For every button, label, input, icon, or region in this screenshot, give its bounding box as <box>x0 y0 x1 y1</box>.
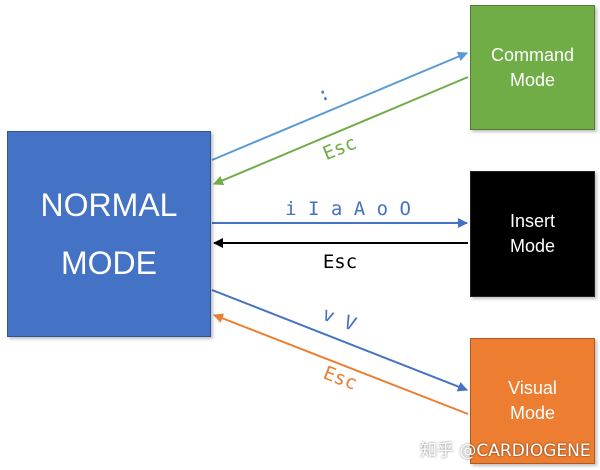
insert-mode-node: Insert Mode <box>470 171 595 297</box>
arrow-normal-to-visual <box>211 289 468 392</box>
normal-mode-label: NORMAL MODE <box>40 187 178 281</box>
label-to-visual: v V <box>319 303 359 336</box>
command-mode-node: Command Mode <box>470 5 595 130</box>
visual-mode-node: Visual Mode <box>470 338 595 464</box>
label-from-insert: Esc <box>323 251 357 273</box>
label-to-command: : <box>314 82 333 107</box>
visual-mode-label: Visual Mode <box>508 378 557 423</box>
arrow-visual-to-normal <box>213 313 469 415</box>
label-to-insert: i I a A o O <box>285 198 411 220</box>
normal-mode-node: NORMAL MODE <box>7 131 211 337</box>
arrow-command-to-normal <box>213 76 469 186</box>
watermark: 知乎 @CARDIOGENE <box>420 441 591 461</box>
insert-mode-label: Insert Mode <box>509 211 556 256</box>
arrow-normal-to-command <box>211 51 468 161</box>
label-from-visual: Esc <box>320 362 360 395</box>
command-mode-label: Command Mode <box>490 44 575 90</box>
